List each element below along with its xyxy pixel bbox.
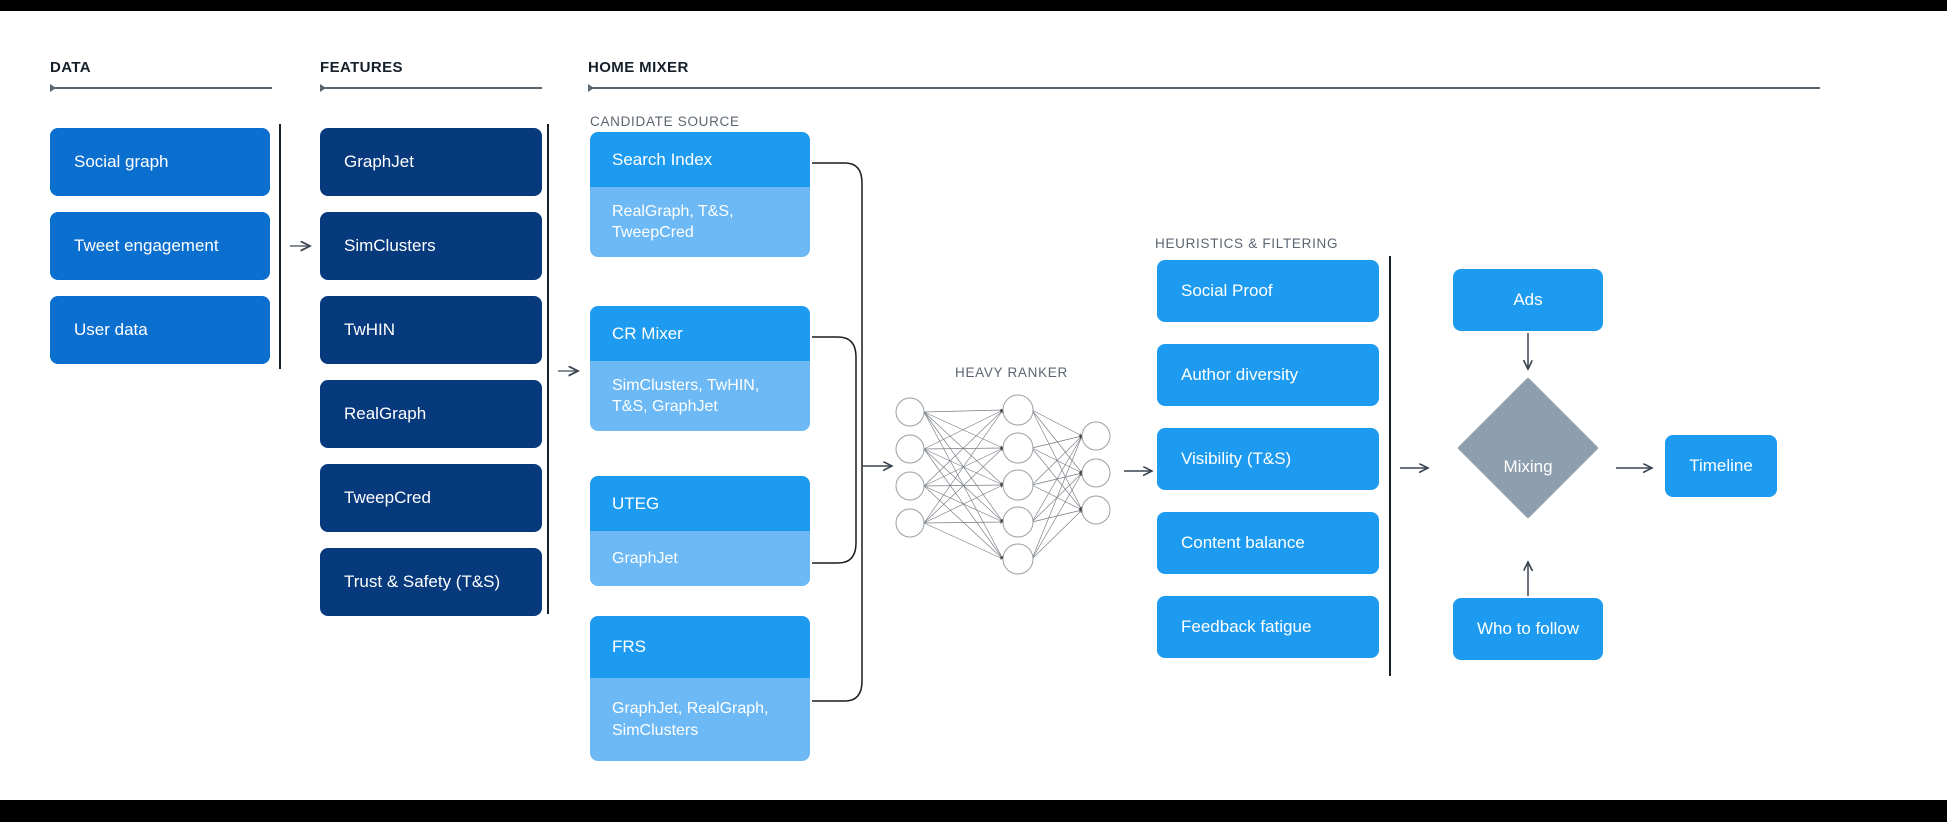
feature-item-twhin[interactable]: TwHIN: [320, 296, 542, 364]
candidate-source-title: FRS: [590, 616, 810, 678]
candidate-source-card-search-index[interactable]: Search Index RealGraph, T&S, TweepCred: [590, 132, 810, 257]
endpoint-label: Who to follow: [1476, 619, 1580, 639]
section-label-data: DATA: [50, 59, 92, 76]
letterbox-bottom: [0, 800, 1947, 822]
data-item-user-data[interactable]: User data: [50, 296, 270, 364]
section-label-home-mixer: HOME MIXER: [588, 59, 689, 76]
candidate-source-title: UTEG: [590, 476, 810, 531]
feature-item-label: GraphJet: [344, 152, 414, 172]
feature-item-label: TwHIN: [344, 320, 395, 340]
candidate-source-features: RealGraph, T&S, TweepCred: [590, 187, 810, 257]
data-item-label: User data: [74, 320, 148, 340]
heuristic-item-author-diversity[interactable]: Author diversity: [1157, 344, 1379, 406]
heuristic-item-label: Visibility (T&S): [1181, 449, 1292, 469]
sublabel-heavy-ranker: HEAVY RANKER: [955, 365, 1068, 380]
candidate-source-features: GraphJet, RealGraph, SimClusters: [590, 678, 810, 761]
section-arrow-home-mixer: [588, 83, 1820, 93]
data-item-tweet-engagement[interactable]: Tweet engagement: [50, 212, 270, 280]
heuristic-item-label: Author diversity: [1181, 365, 1299, 385]
heavy-ranker-nodes: [895, 394, 1111, 575]
connector-cr-mixer: [812, 336, 857, 451]
sublabel-candidate-source: CANDIDATE SOURCE: [590, 114, 740, 129]
connector-uteg: [812, 451, 857, 564]
endpoint-label: Ads: [1513, 290, 1543, 310]
candidate-source-title: CR Mixer: [590, 306, 810, 361]
heuristic-item-visibility[interactable]: Visibility (T&S): [1157, 428, 1379, 490]
endpoint-who-to-follow[interactable]: Who to follow: [1453, 598, 1603, 660]
feature-item-graphjet[interactable]: GraphJet: [320, 128, 542, 196]
endpoint-timeline[interactable]: Timeline: [1665, 435, 1777, 497]
connector-frs: [812, 451, 863, 702]
divider-heuristics-mixing: [1389, 256, 1391, 676]
section-label-features: FEATURES: [320, 59, 403, 76]
candidate-source-card-cr-mixer[interactable]: CR Mixer SimClusters, TwHIN, T&S, GraphJ…: [590, 306, 810, 431]
heavy-ranker-network: [923, 410, 1082, 559]
heuristic-item-feedback-fatigue[interactable]: Feedback fatigue: [1157, 596, 1379, 658]
candidate-source-features: GraphJet: [590, 531, 810, 586]
data-item-label: Tweet engagement: [74, 236, 219, 256]
heuristic-item-label: Social Proof: [1181, 281, 1273, 301]
heuristic-item-label: Content balance: [1181, 533, 1305, 553]
heuristic-item-label: Feedback fatigue: [1181, 617, 1312, 637]
feature-item-tweepcred[interactable]: TweepCred: [320, 464, 542, 532]
mixing-label: Mixing: [1503, 457, 1553, 476]
data-item-label: Social graph: [74, 152, 169, 172]
sublabel-heuristics: HEURISTICS & FILTERING: [1155, 236, 1339, 251]
divider-data-features: [279, 124, 281, 369]
feature-item-simclusters[interactable]: SimClusters: [320, 212, 542, 280]
heuristic-item-content-balance[interactable]: Content balance: [1157, 512, 1379, 574]
connector-overlay: [290, 162, 1947, 702]
section-arrow-data: [50, 83, 272, 93]
candidate-source-features: SimClusters, TwHIN, T&S, GraphJet: [590, 361, 810, 431]
data-item-social-graph[interactable]: Social graph: [50, 128, 270, 196]
feature-item-label: TweepCred: [344, 488, 431, 508]
candidate-source-card-frs[interactable]: FRS GraphJet, RealGraph, SimClusters: [590, 616, 810, 761]
mixing-diamond[interactable]: [1457, 377, 1599, 519]
connector-search-index: [812, 162, 863, 451]
divider-features-candidates: [547, 124, 549, 614]
letterbox-top: [0, 0, 1947, 11]
section-arrow-features: [320, 83, 542, 93]
feature-item-label: SimClusters: [344, 236, 436, 256]
feature-item-label: Trust & Safety (T&S): [344, 572, 501, 592]
feature-item-trust-safety[interactable]: Trust & Safety (T&S): [320, 548, 542, 616]
heuristic-item-social-proof[interactable]: Social Proof: [1157, 260, 1379, 322]
feature-item-label: RealGraph: [344, 404, 427, 424]
endpoint-label: Timeline: [1689, 456, 1753, 476]
endpoint-ads[interactable]: Ads: [1453, 269, 1603, 331]
candidate-source-card-uteg[interactable]: UTEG GraphJet: [590, 476, 810, 586]
candidate-source-title: Search Index: [590, 132, 810, 187]
diagram-canvas: DATA FEATURES HOME MIXER CANDIDATE SOURC…: [0, 11, 1947, 800]
feature-item-realgraph[interactable]: RealGraph: [320, 380, 542, 448]
